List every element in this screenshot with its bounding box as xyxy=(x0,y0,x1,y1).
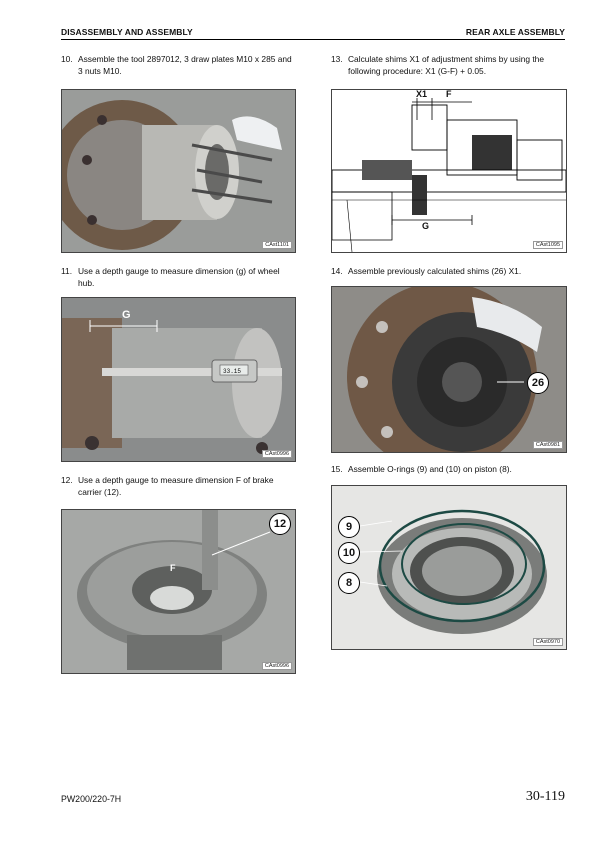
shims-photo xyxy=(332,287,566,452)
step-text: Calculate shims X1 of adjustment shims b… xyxy=(348,54,544,76)
figure-depth-gauge-hub: G 33.15 CAst0996 xyxy=(61,297,296,462)
step-number: 10. xyxy=(61,54,73,64)
o-rings-photo xyxy=(332,486,566,649)
chapter-title: REAR AXLE ASSEMBLY xyxy=(465,27,565,37)
gauge-reading: 33.15 xyxy=(223,368,242,375)
model-number: PW200/220-7H xyxy=(61,794,122,804)
step-number: 11. xyxy=(61,266,73,276)
step-15: 15. Assemble O-rings (9) and (10) on pis… xyxy=(331,463,567,475)
callout-12: 12 xyxy=(269,513,291,535)
step-13: 13. Calculate shims X1 of adjustment shi… xyxy=(331,53,567,77)
step-12: 12. Use a depth gauge to measure dimensi… xyxy=(61,474,297,498)
figure-code: CAst1095 xyxy=(532,241,563,249)
dimension-f-label: F xyxy=(446,89,452,99)
step-number: 12. xyxy=(61,475,73,485)
callout-8: 8 xyxy=(338,572,360,594)
figure-code: CAst0996 xyxy=(261,450,292,458)
dimension-g-label: G xyxy=(122,309,131,321)
step-number: 15. xyxy=(331,464,343,474)
figure-code: CAst0996 xyxy=(261,662,292,670)
callout-26: 26 xyxy=(527,372,549,394)
step-number: 14. xyxy=(331,266,343,276)
step-number: 13. xyxy=(331,54,343,64)
step-10: 10. Assemble the tool 2897012, 3 draw pl… xyxy=(61,53,297,77)
brake-carrier-photo xyxy=(62,510,295,673)
depth-gauge-hub-photo xyxy=(62,298,295,461)
figure-shim-diagram: X1 F G CAst1095 xyxy=(331,89,567,253)
shim-cross-section-diagram xyxy=(332,90,566,252)
figure-brake-carrier: 12 F CAst0996 xyxy=(61,509,296,674)
dimension-g-label: G xyxy=(422,221,430,231)
figure-code: CAst0970 xyxy=(532,638,563,646)
figure-shims: 26 CAst0981 xyxy=(331,286,567,453)
step-text: Assemble previously calculated shims (26… xyxy=(348,266,522,276)
dimension-f-label: F xyxy=(170,563,176,573)
section-title: DISASSEMBLY AND ASSEMBLY xyxy=(61,27,193,37)
step-text: Assemble O-rings (9) and (10) on piston … xyxy=(348,464,512,474)
figure-code: CAst0981 xyxy=(532,441,563,449)
callout-10: 10 xyxy=(338,542,360,564)
step-text: Assemble the tool 2897012, 3 draw plates… xyxy=(78,54,292,76)
callout-9: 9 xyxy=(338,516,360,538)
step-text: Use a depth gauge to measure dimension F… xyxy=(78,475,274,497)
figure-o-rings: 9 10 8 CAst0970 xyxy=(331,485,567,650)
tool-assembly-photo xyxy=(62,90,295,252)
header-rule xyxy=(61,39,565,40)
dimension-x1-label: X1 xyxy=(416,89,428,99)
page-number: 30-119 xyxy=(525,789,565,804)
step-14: 14. Assemble previously calculated shims… xyxy=(331,265,567,277)
figure-code: CAst1101 xyxy=(262,241,292,249)
step-11: 11. Use a depth gauge to measure dimensi… xyxy=(61,265,297,289)
figure-tool-assembly: CAst1101 xyxy=(61,89,296,253)
step-text: Use a depth gauge to measure dimension (… xyxy=(78,266,280,288)
